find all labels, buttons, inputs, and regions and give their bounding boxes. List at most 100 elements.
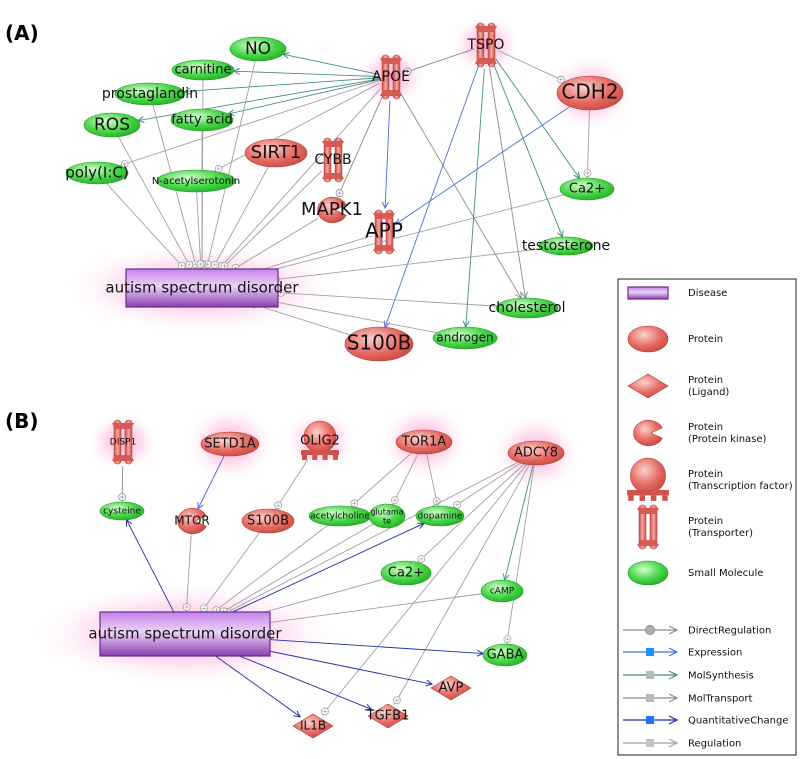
node-a-sirt1: SIRT1 <box>244 138 308 168</box>
edge-regulation <box>210 166 269 270</box>
edge-arrowhead <box>381 201 389 210</box>
small-molecule-shape <box>156 169 236 193</box>
legend-item-kinase: Protein(Protein kinase) <box>633 420 767 446</box>
disease-shape <box>125 268 279 308</box>
edge-plus <box>122 161 127 166</box>
edge-line <box>196 191 202 270</box>
node-label: Ca2+ <box>569 182 605 197</box>
node-label: prostaglandin <box>102 86 198 102</box>
protein-shape <box>395 429 453 455</box>
edge-line <box>218 88 381 270</box>
edge-line <box>211 166 269 270</box>
node-label: SETD1A <box>204 437 256 452</box>
edge-molsynth <box>462 68 485 329</box>
panel-label-b: (B) <box>5 409 39 433</box>
legend-item-ligand: Protein(Ligand) <box>627 373 729 399</box>
legend-item-tf: Protein(Transcription factor) <box>627 457 793 501</box>
legend-item-transporter: Protein(Transporter) <box>637 504 753 550</box>
node-a-testosterone: testosterone <box>522 236 610 256</box>
small-molecule-shape <box>83 112 141 138</box>
edge-arrowhead <box>197 502 204 510</box>
edge-regulation <box>220 170 323 270</box>
transporter-shape <box>373 209 395 255</box>
node-a-tspo: TSPO <box>467 22 505 68</box>
edge-line <box>230 652 372 710</box>
node-label: ROS <box>94 115 130 135</box>
edge-line <box>321 464 528 716</box>
node-label: DISP1 <box>110 438 136 448</box>
transporter-shape <box>475 22 497 68</box>
node-a-cholesterol: cholesterol <box>489 297 565 319</box>
node-b-cysteine: cysteine <box>99 501 145 521</box>
legend-edge-label: QuantitativeChange <box>688 716 788 727</box>
node-a-carnitine: carnitine <box>171 59 235 81</box>
edge-plus <box>205 262 210 267</box>
node-halo <box>450 15 522 75</box>
node-b-setd1a: SETD1A <box>200 431 260 457</box>
edge-line <box>350 452 413 507</box>
tf-shape <box>627 457 669 501</box>
edge-plus <box>322 709 327 714</box>
legend-label: Protein(Transporter) <box>688 516 753 539</box>
node-label: TSPO <box>467 37 505 53</box>
edge-line <box>118 136 193 270</box>
edge-direct <box>335 94 384 198</box>
node-label: Ca2+ <box>388 566 424 581</box>
edge-expression <box>394 106 571 225</box>
node-b-gaba: GABA <box>482 643 528 667</box>
edge-regulation <box>274 459 309 510</box>
edge-line <box>267 638 484 655</box>
kinase-shape <box>177 508 207 534</box>
kinase-shape <box>317 197 347 223</box>
edge-plus <box>278 290 283 295</box>
ligand-shape <box>292 713 334 739</box>
edge-plus <box>216 166 221 171</box>
node-label: CDH2 <box>561 80 618 104</box>
node-label: IL1B <box>300 719 326 733</box>
legend-edge-moltransport: MolTransport <box>623 693 753 705</box>
transporter-shape <box>380 54 402 100</box>
small-molecule-shape <box>495 297 559 319</box>
edge-line <box>395 106 571 225</box>
node-a-no: NO <box>229 36 287 62</box>
edge-regulation <box>503 464 535 645</box>
legend-label: Disease <box>688 288 727 299</box>
node-b-acetylcholine: acetylcholine <box>308 505 372 527</box>
small-molecule-shape <box>114 82 186 106</box>
edge-regulation <box>119 80 380 168</box>
edge-expression <box>197 455 225 510</box>
edge-line <box>230 217 319 271</box>
edge-regulation <box>350 452 413 508</box>
node-label: N-acetylserotonin <box>152 176 240 187</box>
edge-line <box>249 235 373 274</box>
node-b-avp: AVP <box>430 675 472 701</box>
small-molecule-shape <box>99 501 145 521</box>
edge-line <box>185 533 192 613</box>
node-a-ca2: Ca2+ <box>559 177 615 201</box>
tf-shape <box>301 420 339 460</box>
legend-item-small: Small Molecule <box>627 560 763 586</box>
node-label: MTOR <box>174 514 209 528</box>
legend-label: Protein(Ligand) <box>688 375 729 398</box>
node-b-il1b: IL1B <box>292 713 334 739</box>
node-label: acetylcholine <box>310 512 370 522</box>
edge-plus <box>198 262 203 267</box>
node-b-adcy8: ADCY8 <box>507 440 565 466</box>
edge-plus <box>558 77 563 82</box>
edge-regulation <box>196 191 205 270</box>
legend-edge-direct: DirectRegulation <box>623 625 771 637</box>
edge-line <box>586 109 590 179</box>
legend-label: Protein(Protein kinase) <box>688 422 767 445</box>
edge-line <box>275 292 497 307</box>
node-label: NO <box>245 39 271 59</box>
edge-line <box>392 453 419 505</box>
edge-plus <box>120 495 125 500</box>
ligand-shape <box>367 703 409 729</box>
legend-edge-quant: QuantitativeChange <box>623 715 788 727</box>
legend-edge-regulation: Regulation <box>623 738 741 750</box>
edge-plus <box>455 502 460 507</box>
edge-plus <box>201 606 206 611</box>
edge-regulation <box>182 533 192 613</box>
